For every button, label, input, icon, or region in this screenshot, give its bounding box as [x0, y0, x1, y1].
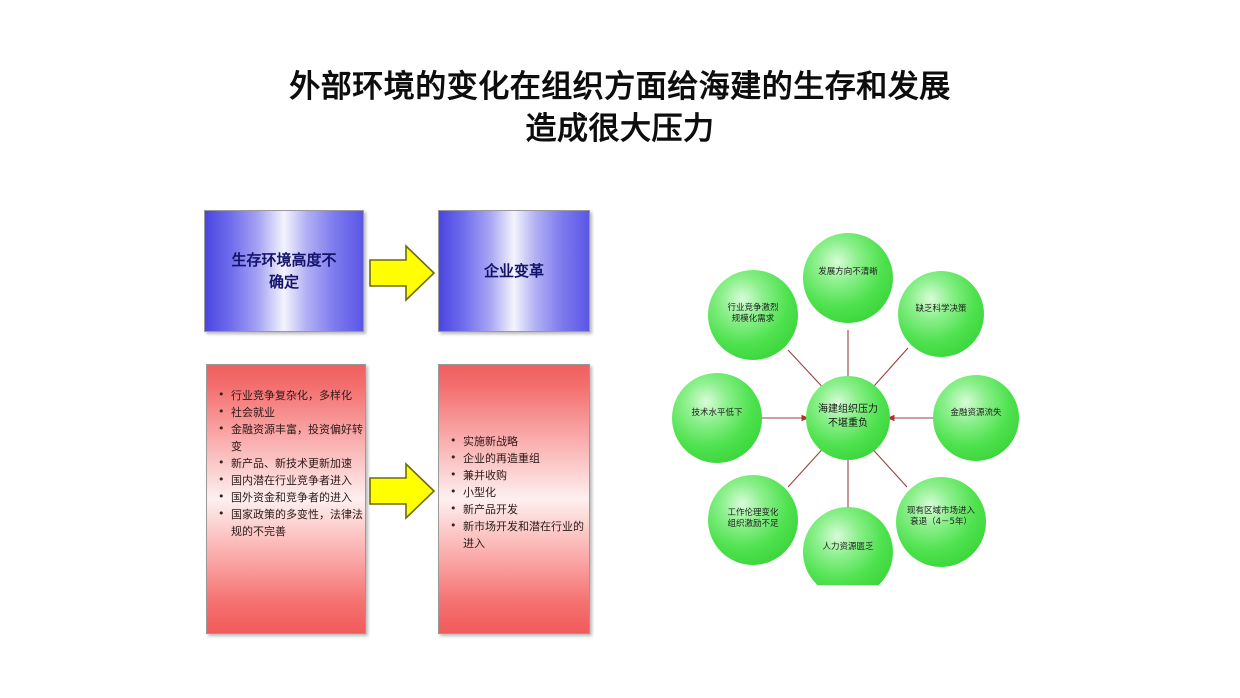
- environment-box[interactable]: 生存环境高度不 确定: [204, 210, 364, 332]
- list-item: 金融资源丰富，投资偏好转变: [215, 420, 365, 455]
- node-circle-work-ethic-incentive[interactable]: [708, 475, 798, 565]
- title-line-1: 外部环境的变化在组织方面给海建的生存和发展: [289, 69, 951, 105]
- responses-box[interactable]: 实施新战略 企业的再造重组 兼并收购 小型化 新产品开发 新市场开发和潜在行业的…: [438, 364, 590, 634]
- right-arrow-icon-top: [369, 244, 436, 302]
- pressure-circle-diagram: 海建组织压力 不堪重负 发展方向不清晰 缺乏科学决策 金融资源流失 现有区域市场…: [645, 215, 1045, 585]
- node-circle-development-direction[interactable]: [803, 233, 893, 323]
- reform-box-text: 企业变革: [483, 262, 544, 280]
- node-circle-fierce-competition-scale[interactable]: [708, 270, 798, 360]
- list-item: 国内潜在行业竞争者进入: [215, 471, 365, 489]
- external-changes-box[interactable]: 行业竞争复杂化，多样化 社会就业 金融资源丰富，投资偏好转变 新产品、新技术更新…: [206, 364, 366, 634]
- node-circle-regional-market-decline[interactable]: [896, 477, 986, 567]
- responses-list: 实施新战略 企业的再造重组 兼并收购 小型化 新产品开发 新市场开发和潜在行业的…: [447, 432, 591, 552]
- node-circle-financial-resource-loss[interactable]: [933, 375, 1019, 461]
- center-node-circle[interactable]: [806, 376, 890, 460]
- page-title: 外部环境的变化在组织方面给海建的生存和发展 造成很大压力: [120, 66, 1120, 150]
- right-arrow-icon-bottom: [369, 462, 436, 520]
- reform-box[interactable]: 企业变革: [438, 210, 590, 332]
- environment-box-line-2: 确定: [268, 273, 299, 291]
- environment-box-text: 生存环境高度不 确定: [231, 249, 336, 293]
- diagram-svg: [672, 233, 1019, 585]
- list-item: 企业的再造重组: [447, 449, 591, 467]
- node-circle-lack-scientific-decision[interactable]: [898, 271, 984, 357]
- list-item: 国家政策的多变性，法律法规的不完善: [215, 505, 365, 540]
- node-circle-human-resource-shortage[interactable]: [803, 507, 893, 585]
- list-item: 新产品开发: [447, 500, 591, 518]
- list-item: 新市场开发和潜在行业的进入: [447, 517, 591, 552]
- list-item: 社会就业: [215, 403, 365, 421]
- list-item: 实施新战略: [447, 432, 591, 450]
- node-circle-low-technical-level[interactable]: [672, 373, 762, 463]
- list-item: 国外资金和竞争者的进入: [215, 488, 365, 506]
- list-item: 行业竞争复杂化，多样化: [215, 386, 365, 404]
- environment-box-line-1: 生存环境高度不: [231, 251, 337, 269]
- external-changes-list: 行业竞争复杂化，多样化 社会就业 金融资源丰富，投资偏好转变 新产品、新技术更新…: [215, 386, 365, 540]
- list-item: 小型化: [447, 483, 591, 501]
- list-item: 兼并收购: [447, 466, 591, 484]
- title-line-2: 造成很大压力: [525, 111, 715, 147]
- list-item: 新产品、新技术更新加速: [215, 454, 365, 472]
